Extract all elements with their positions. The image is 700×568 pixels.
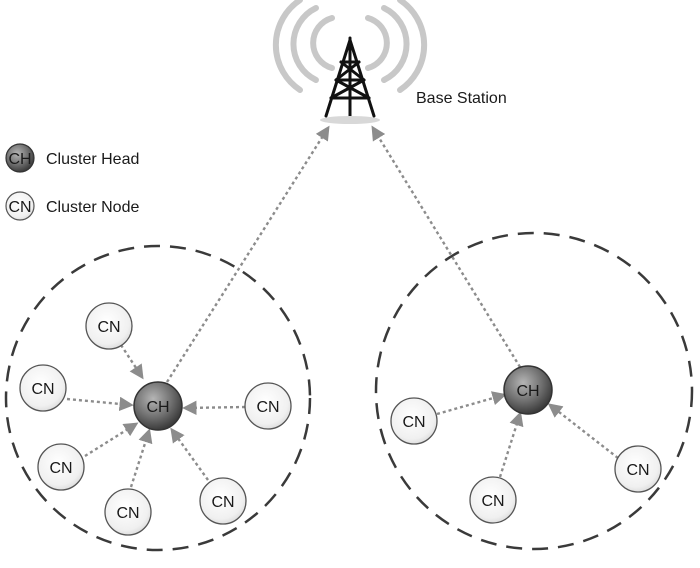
- cluster-node: CN: [37, 443, 85, 491]
- legend-item-cluster-node: CN Cluster Node: [5, 191, 139, 221]
- base-station-label: Base Station: [416, 90, 507, 107]
- cluster-node-label: CN: [211, 494, 234, 511]
- legend: CH Cluster Head CN Cluster Node: [5, 143, 139, 221]
- cn-to-ch-arrow: [119, 344, 144, 380]
- cluster-node-label: CN: [116, 505, 139, 522]
- cluster-head-node: CH: [133, 381, 183, 431]
- cluster-node: CN: [19, 364, 67, 412]
- right-cluster-boundary: [374, 231, 694, 551]
- right-ch-uplink-arrow: [371, 125, 522, 368]
- cluster-node-label: CN: [31, 381, 54, 398]
- cn-to-ch-arrow: [436, 391, 507, 416]
- left-cluster-nodes: CH CN CN CN CN CN CN: [19, 302, 292, 536]
- cn-to-ch-arrow: [66, 396, 134, 412]
- cn-to-ch-arrow: [129, 428, 153, 488]
- cn-to-ch-arrow: [498, 411, 524, 478]
- cluster-node: CN: [469, 476, 517, 524]
- cluster-node: CN: [614, 445, 662, 493]
- cluster-node: CN: [104, 488, 152, 536]
- left-ch-uplink-arrow: [165, 125, 330, 383]
- cluster-node-label: CN: [256, 399, 279, 416]
- cluster-node-label: CN: [481, 493, 504, 510]
- cn-to-ch-arrow: [547, 403, 619, 459]
- cluster-node-label: CN: [402, 414, 425, 431]
- legend-cluster-node-label: Cluster Node: [46, 199, 139, 216]
- cluster-node: CN: [390, 397, 438, 445]
- legend-cluster-head-symbol: [5, 143, 35, 173]
- cluster-head-node: CH: [503, 365, 553, 415]
- cluster-node-label: CN: [97, 319, 120, 336]
- legend-cluster-node-symbol: [5, 191, 35, 221]
- cluster-head-label: CH: [146, 399, 169, 416]
- legend-cluster-head-label: Cluster Head: [46, 151, 139, 168]
- cn-to-ch-arrow: [170, 427, 209, 481]
- cluster-node-label: CN: [49, 460, 72, 477]
- left-cluster-boundary: [4, 244, 312, 552]
- legend-item-cluster-head: CH Cluster Head: [5, 143, 139, 173]
- radio-tower-icon: [272, 0, 428, 124]
- cluster-node: CN: [199, 477, 247, 525]
- right-cluster-nodes: CH CN CN CN: [390, 365, 662, 524]
- legend-ch-text: CH: [8, 151, 31, 168]
- cluster-node: CN: [244, 382, 292, 430]
- cn-to-ch-arrow: [84, 422, 139, 458]
- cn-to-ch-arrow: [182, 400, 246, 416]
- cluster-node-label: CN: [626, 462, 649, 479]
- cluster-head-label: CH: [516, 383, 539, 400]
- legend-cn-text: CN: [8, 199, 31, 216]
- cluster-node: CN: [85, 302, 133, 350]
